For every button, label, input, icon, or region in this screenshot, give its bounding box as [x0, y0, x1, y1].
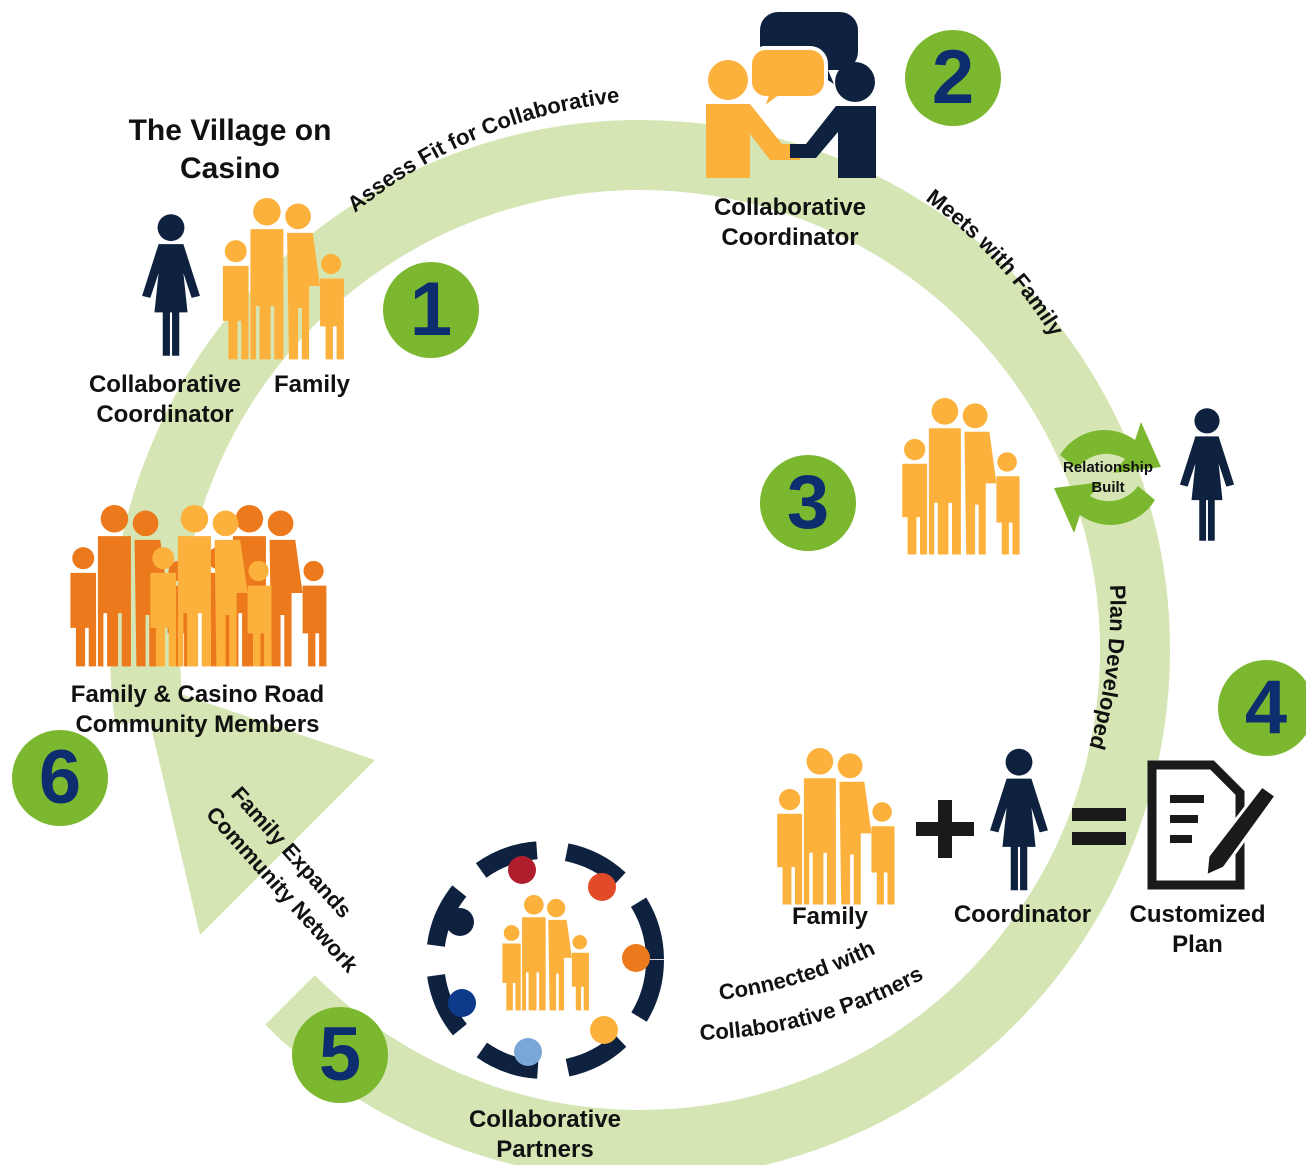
- person-icon: [990, 748, 1048, 891]
- person-icon: [1179, 408, 1235, 541]
- step-badge-5: 5: [292, 1007, 388, 1103]
- step-badge-1: 1: [383, 262, 479, 358]
- community-icon: [70, 505, 327, 667]
- cycle-arrows-icon: [1054, 422, 1161, 533]
- label-customized-plan: Customized Plan: [1129, 901, 1266, 958]
- family-icon: [777, 748, 895, 905]
- plus-icon: [916, 800, 974, 858]
- label-family-1: Family: [273, 371, 351, 398]
- step-badge-6: 6: [12, 730, 108, 826]
- step-badge-4: 4: [1218, 660, 1306, 756]
- step-badge-3: 3: [760, 455, 856, 551]
- step-badge-2: 2: [905, 30, 1001, 126]
- label-coordinator-2: Collaborative Coordinator: [713, 194, 867, 251]
- label-family-4: Family: [791, 903, 869, 930]
- family-icon: [902, 398, 1020, 555]
- label-partners: Collaborative Partners: [468, 1106, 622, 1163]
- label-coordinator-4: Coordinator: [953, 901, 1092, 928]
- label-relationship: Relationship Built: [1062, 459, 1153, 496]
- person-icon: [142, 214, 200, 356]
- partner-circle-icon: [426, 841, 664, 1079]
- label-coordinator-1: Collaborative Coordinator: [88, 371, 242, 428]
- equals-icon: [1072, 808, 1126, 845]
- cycle-ring: [110, 119, 1171, 1165]
- page-title: The Village on Casino: [128, 114, 332, 185]
- document-pen-icon: [1147, 760, 1279, 890]
- label-community: Family & Casino Road Community Members: [70, 681, 325, 738]
- conversation-icon: [706, 12, 876, 178]
